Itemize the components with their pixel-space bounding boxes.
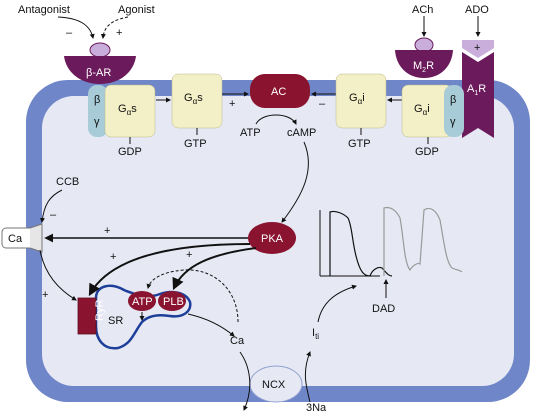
agonist-arrow bbox=[100, 16, 129, 39]
ach-label: ACh bbox=[412, 4, 433, 16]
camp-label: cAMP bbox=[287, 127, 316, 139]
agonist-ligand bbox=[89, 42, 111, 58]
mid-gas-label: Gαs bbox=[184, 92, 203, 106]
right-gamma-label: γ bbox=[450, 116, 456, 128]
pka-label: PKA bbox=[261, 233, 284, 245]
ado-ligand bbox=[462, 40, 494, 58]
left-beta-gamma bbox=[88, 85, 108, 137]
right-gdp-label: GDP bbox=[415, 146, 439, 158]
right-gai-label: Gαi bbox=[414, 103, 430, 117]
serca-atp-label: ATP bbox=[132, 296, 153, 308]
pka-ca-sign: + bbox=[104, 225, 110, 237]
antagonist-sign: – bbox=[66, 27, 73, 39]
antagonist-arrow bbox=[57, 16, 95, 39]
ap-primary bbox=[329, 210, 393, 277]
right-beta-gamma bbox=[444, 85, 464, 137]
gas-ac-sign: + bbox=[229, 98, 235, 110]
iti-label: Iti bbox=[312, 327, 319, 341]
mid-gtp-right-label: GTP bbox=[348, 138, 371, 150]
serca-atp bbox=[128, 291, 156, 311]
ach-ligand bbox=[414, 37, 434, 53]
mid-gai-label: Gαi bbox=[349, 92, 365, 106]
dad-label: DAD bbox=[372, 303, 395, 315]
m2r-receptor bbox=[395, 50, 453, 78]
ca-channel-wall bbox=[29, 223, 43, 253]
ncx-label: NCX bbox=[262, 379, 286, 391]
gai-ac-sign: – bbox=[319, 98, 326, 110]
beta-ar-receptor bbox=[64, 56, 136, 84]
ccb-label: CCB bbox=[56, 176, 79, 188]
atp-to-camp-arrow bbox=[255, 114, 297, 125]
ado-ligand-sign: + bbox=[474, 42, 480, 54]
left-gdp-label: GDP bbox=[118, 146, 142, 158]
pka-to-plb-arrow bbox=[172, 247, 257, 291]
ac-label: AC bbox=[271, 86, 286, 98]
pka-ryr-sign: + bbox=[110, 251, 116, 263]
ca-to-ryr-arrow bbox=[39, 249, 77, 301]
right-beta-label: β bbox=[450, 94, 456, 106]
pka bbox=[248, 222, 296, 254]
m2r-label: M2R bbox=[413, 60, 434, 74]
adenylyl-cyclase bbox=[250, 74, 310, 108]
ap-triggered bbox=[383, 206, 463, 276]
pka-to-ryr-arrow bbox=[88, 243, 251, 297]
ca-efflux-arrow bbox=[239, 351, 251, 411]
ryr-channel bbox=[77, 297, 97, 335]
ryr-label: RyR bbox=[94, 300, 106, 321]
phospholamban bbox=[158, 291, 186, 311]
beta-ar-label: β-AR bbox=[86, 67, 111, 79]
ccb-sign: – bbox=[50, 209, 57, 221]
ca-feedback-arrow bbox=[146, 269, 239, 323]
left-gas-label: Gαs bbox=[118, 103, 137, 117]
left-gamma-label: γ bbox=[94, 116, 100, 128]
sr-ca-release-arrow bbox=[187, 313, 235, 337]
ccb-arrow bbox=[39, 189, 63, 223]
agonist-sign: + bbox=[116, 27, 122, 39]
na-label: 3Na bbox=[306, 402, 327, 414]
na-influx-arrow bbox=[304, 351, 311, 403]
ca-ryr-sign: + bbox=[42, 289, 48, 301]
free-ca-label: Ca bbox=[230, 335, 245, 347]
plb-label: PLB bbox=[163, 296, 184, 308]
pka-plb-sign: + bbox=[186, 249, 192, 261]
ca-channel-label: Ca bbox=[8, 233, 23, 245]
ado-label: ADO bbox=[465, 4, 489, 16]
a1r-label: A1R bbox=[467, 83, 486, 97]
antagonist-label: Antagonist bbox=[18, 4, 70, 16]
left-beta-label: β bbox=[94, 94, 100, 106]
agonist-label: Agonist bbox=[118, 4, 155, 16]
mid-gtp-label: GTP bbox=[184, 138, 207, 150]
action-potential-trace bbox=[319, 206, 463, 277]
iti-to-trace-arrow bbox=[317, 284, 357, 323]
camp-to-pka-arrow bbox=[281, 141, 309, 223]
a1r-receptor bbox=[462, 52, 494, 138]
atp-label: ATP bbox=[240, 127, 261, 139]
sr-label: SR bbox=[108, 315, 123, 327]
